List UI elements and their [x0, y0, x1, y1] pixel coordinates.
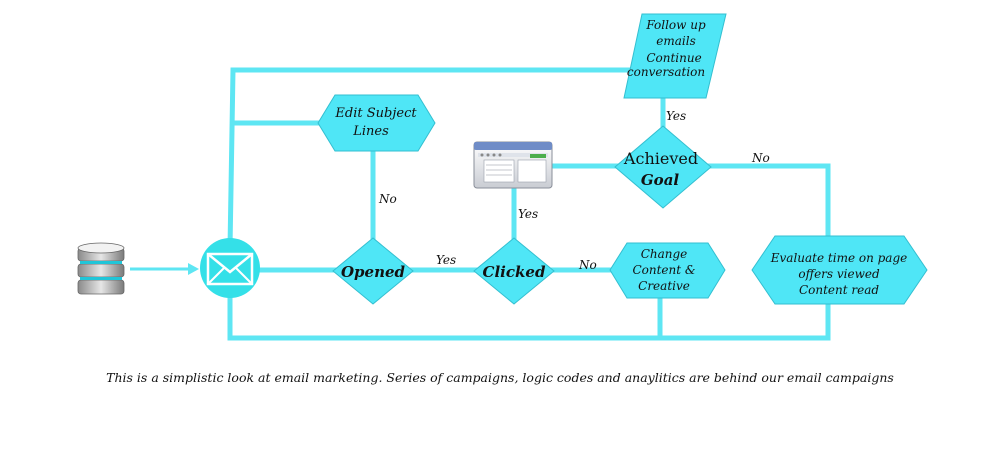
evaluate-line1: Evaluate time on page	[770, 251, 908, 265]
follow-up-line3: Continue	[646, 51, 701, 65]
arrow-database-to-envelope	[130, 263, 199, 275]
connector-envelope-to-follow-up	[227, 67, 643, 251]
follow-up-line4: conversation	[627, 65, 705, 79]
database-icon	[77, 242, 125, 295]
achieved-line1: Achieved	[623, 149, 698, 168]
evaluate-line2: offers viewed	[798, 267, 880, 281]
diagram-caption: This is a simplistic look at email marke…	[106, 370, 894, 385]
clicked-label: Clicked	[483, 263, 546, 281]
follow-up-node: Follow up emails Continue conversation	[623, 13, 727, 99]
opened-yes-label: Yes	[436, 253, 456, 267]
follow-up-line1: Follow up	[645, 18, 706, 32]
opened-node: Opened	[332, 237, 414, 305]
edit-subject-node: Edit Subject Lines	[317, 94, 436, 152]
follow-up-line2: emails	[656, 34, 695, 48]
connectors	[227, 67, 831, 341]
achieved-line2: Goal	[641, 171, 680, 189]
browser-window-icon	[473, 141, 553, 189]
edit-subject-line1: Edit Subject	[334, 106, 417, 121]
change-content-line3: Creative	[638, 279, 690, 293]
edit-subject-line2: Lines	[352, 124, 389, 139]
evaluate-node: Evaluate time on page offers viewed Cont…	[751, 235, 928, 305]
clicked-no-label: No	[578, 258, 597, 272]
clicked-node: Clicked	[473, 237, 555, 305]
connector-achieved-to-evaluate	[705, 163, 831, 239]
achieved-goal-node: Achieved Goal	[614, 125, 712, 209]
change-content-line2: Content &	[632, 263, 695, 277]
envelope-icon	[200, 238, 260, 298]
achieved-no-label: No	[751, 151, 770, 165]
clicked-yes-label: Yes	[518, 207, 538, 221]
change-content-node: Change Content & Creative	[609, 242, 726, 299]
opened-no-label: No	[378, 192, 397, 206]
change-content-line1: Change	[641, 247, 688, 261]
opened-label: Opened	[341, 263, 406, 281]
achieved-yes-label: Yes	[666, 109, 686, 123]
connector-bottom-return	[227, 287, 831, 341]
evaluate-line3: Content read	[799, 283, 879, 297]
